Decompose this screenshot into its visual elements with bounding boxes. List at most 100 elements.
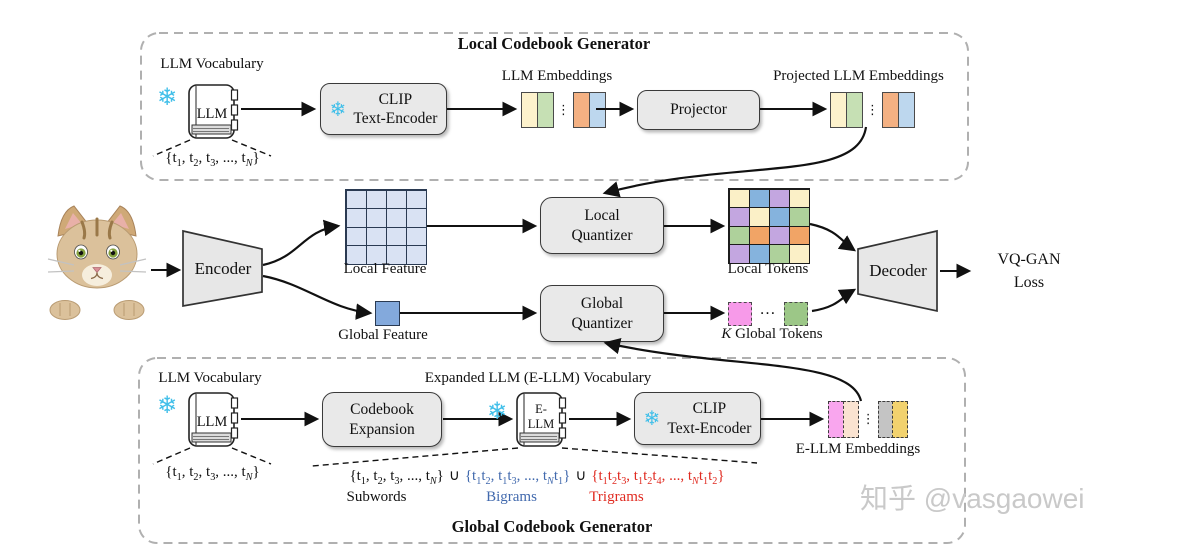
- snowflake-icon-clip2: ❄: [643, 406, 661, 430]
- grid-cell: [405, 245, 427, 265]
- grid-cell: [365, 226, 387, 246]
- clip2-label-line1: CLIP: [692, 400, 727, 418]
- grid-cell: [345, 208, 367, 228]
- local-tokens-grid: [728, 188, 810, 264]
- decoder-label: Decoder: [869, 261, 927, 280]
- expanded-vocab-set-row: {t1, t2, t3, ..., tN} ∪ {t1t2, t1t3, ...…: [298, 468, 776, 488]
- local-generator-title: Local Codebook Generator: [457, 34, 651, 53]
- grid-cell: [365, 208, 387, 228]
- curve-globaltokens-to-decoder: [811, 288, 857, 313]
- set-union-2: ∪: [575, 468, 587, 484]
- llm-vocab-set-top: {t1, t2, t3, ..., tN}: [165, 150, 260, 169]
- grid-cell: [788, 244, 810, 264]
- vqgan-loss-line1: VQ-GAN: [997, 251, 1061, 268]
- grid-cell: [385, 208, 407, 228]
- global-generator-title: Global Codebook Generator: [451, 517, 653, 536]
- codebook-expansion-box: Codebook Expansion: [322, 392, 442, 447]
- snowflake-icon-clip1: ❄: [329, 96, 347, 121]
- ellm-book-label-line1: E-: [535, 402, 547, 416]
- embedding-bar: [521, 92, 538, 128]
- projected-llm-embeddings-label: Projected LLM Embeddings: [773, 68, 944, 84]
- grid-cell: [385, 226, 407, 246]
- set-subwords: {t1, t2, t3, ..., tN}: [349, 468, 444, 487]
- clip2-label-line2: Text-Encoder: [667, 419, 752, 437]
- embedding-bar: [589, 92, 606, 128]
- local-quantizer-line2: Quantizer: [571, 226, 633, 244]
- curve-encoder-to-localfeature: [262, 219, 341, 267]
- llm-vocabulary-label-top: LLM Vocabulary: [160, 56, 264, 72]
- ellm-book-label-line2: LLM: [528, 417, 554, 431]
- codebook-expansion-line2: Expansion: [349, 420, 415, 438]
- embedding-bar: [573, 92, 590, 128]
- llm-book-icon-bottom: LLM: [188, 392, 239, 447]
- ellm-book-icon: E- LLM: [516, 392, 567, 447]
- embedding-dots: ⋮: [861, 412, 875, 427]
- curve-localtokens-to-decoder: [809, 222, 857, 252]
- grid-cell: [728, 207, 750, 227]
- grid-cell: [405, 189, 427, 209]
- embedding-bar: [537, 92, 554, 128]
- clip1-label-line2: Text-Encoder: [353, 110, 438, 127]
- global-token-green: [784, 302, 808, 326]
- grid-cell: [788, 188, 810, 208]
- expanded-vocabulary-label: Expanded LLM (E-LLM) Vocabulary: [424, 370, 652, 386]
- curve-projected-to-localquantizer: [602, 126, 868, 198]
- local-tokens-label: Local Tokens: [727, 261, 809, 277]
- caption-subwords: Subwords: [346, 489, 407, 505]
- encoder-label: Encoder: [194, 259, 252, 278]
- local-quantizer-box: Local Quantizer: [540, 197, 664, 254]
- caption-trigrams: Trigrams: [589, 489, 644, 505]
- embedding-bar: [828, 401, 844, 438]
- global-quantizer-line2: Quantizer: [571, 314, 633, 332]
- grid-cell: [728, 188, 750, 208]
- global-quantizer-line1: Global: [580, 295, 624, 313]
- embedding-bar: [846, 92, 863, 128]
- snowflake-icon-top-book: ❄: [157, 83, 178, 111]
- ellm-embeddings-label: E-LLM Embeddings: [795, 441, 921, 457]
- grid-cell: [788, 207, 810, 227]
- llm-embeddings-bars: ⋮: [521, 92, 606, 128]
- local-feature-label: Local Feature: [343, 261, 427, 277]
- curve-encoder-to-globalfeature: [262, 274, 373, 320]
- k-global-tokens-label: K Global Tokens: [721, 326, 823, 342]
- codebook-expansion-line1: Codebook: [350, 401, 414, 419]
- llm-embeddings-label: LLM Embeddings: [501, 68, 613, 84]
- global-feature-square: [375, 301, 400, 326]
- grid-cell: [768, 188, 790, 208]
- clip1-label-line1: CLIP: [378, 90, 413, 108]
- grid-cell: [365, 189, 387, 209]
- grid-cell: [788, 225, 810, 245]
- llm-vocabulary-label-bottom: LLM Vocabulary: [158, 370, 262, 386]
- llm-book-label-bottom: LLM: [197, 414, 228, 430]
- grid-cell: [768, 225, 790, 245]
- embedding-bar: [877, 401, 894, 438]
- projector-box: Projector: [637, 90, 760, 130]
- snowflake-icon-ellm-book: ❄: [487, 397, 508, 425]
- grid-cell: [768, 207, 790, 227]
- global-tokens-ellipsis: …: [759, 301, 777, 318]
- grid-cell: [405, 208, 427, 228]
- grid-cell: [748, 188, 770, 208]
- projector-label: Projector: [670, 101, 727, 119]
- grid-cell: [728, 225, 750, 245]
- ellm-embeddings-bars: ⋮: [828, 401, 909, 438]
- set-bigrams: {t1t2, t1t3, ..., tNt1}: [464, 468, 571, 487]
- embedding-bar: [882, 92, 899, 128]
- local-feature-grid: [345, 189, 427, 265]
- caption-bigrams: Bigrams: [486, 489, 537, 505]
- llm-book-label-top: LLM: [197, 106, 228, 122]
- cat-image: [47, 205, 147, 320]
- embedding-bar: [892, 401, 909, 438]
- global-token-pink: [728, 302, 752, 326]
- grid-cell: [385, 189, 407, 209]
- clip-text-encoder-box-bottom: ❄ CLIP Text-Encoder: [634, 392, 761, 445]
- projected-llm-embeddings-bars: ⋮: [830, 92, 915, 128]
- grid-cell: [748, 225, 770, 245]
- llm-vocab-set-bottom: {t1, t2, t3, ..., tN}: [165, 464, 260, 483]
- global-quantizer-box: Global Quantizer: [540, 285, 664, 342]
- vqgan-loss-line2: Loss: [1013, 274, 1045, 292]
- clip-text-encoder-box-top: ❄ CLIP Text-Encoder: [320, 83, 447, 135]
- embedding-bar: [830, 92, 847, 128]
- llm-book-icon-top: LLM: [188, 84, 239, 139]
